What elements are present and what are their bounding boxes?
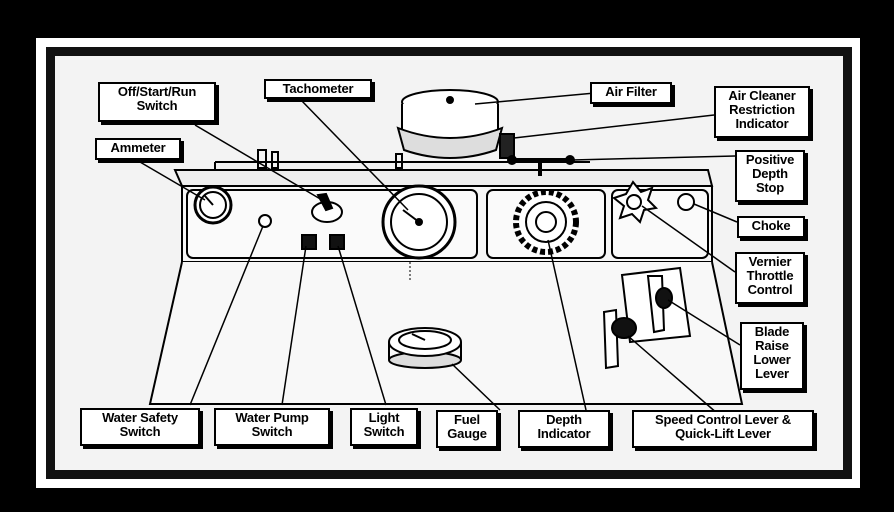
- water-pump-toggle-icon: [301, 234, 317, 250]
- label-blade-raise-lower-lever: Blade Raise Lower Lever: [740, 322, 804, 390]
- label-choke: Choke: [737, 216, 805, 238]
- blade-lever-icon: [620, 266, 692, 344]
- choke-knob-icon: [677, 193, 695, 211]
- label-water-pump-switch: Water Pump Switch: [214, 408, 330, 446]
- label-ammeter: Ammeter: [95, 138, 181, 160]
- speed-control-lever-icon: [602, 308, 637, 370]
- label-air-cleaner-restriction-indicator: Air Cleaner Restriction Indicator: [714, 86, 810, 138]
- label-tachometer: Tachometer: [264, 79, 372, 99]
- label-air-filter: Air Filter: [590, 82, 672, 104]
- depth-indicator-gauge-icon: [513, 189, 579, 255]
- label-light-switch: Light Switch: [350, 408, 418, 446]
- label-speed-control-quick-lift-lever: Speed Control Lever & Quick-Lift Lever: [632, 410, 814, 448]
- vernier-throttle-knob-icon: [611, 180, 659, 224]
- panel-trim: [173, 169, 714, 187]
- off-start-run-toggle-icon: [311, 192, 343, 223]
- ammeter-gauge-icon: [193, 185, 233, 225]
- label-depth-indicator: Depth Indicator: [518, 410, 610, 448]
- label-off-start-run-switch: Off/Start/Run Switch: [98, 82, 216, 122]
- depth-stop-handle-icon: [507, 155, 575, 176]
- label-fuel-gauge: Fuel Gauge: [436, 410, 498, 448]
- light-toggle-icon: [329, 234, 345, 250]
- fuel-gauge-icon: [388, 327, 462, 369]
- air-filter-icon: [396, 89, 504, 159]
- label-positive-depth-stop: Positive Depth Stop: [735, 150, 805, 202]
- restriction-indicator-icon: [499, 133, 515, 159]
- label-water-safety-switch: Water Safety Switch: [80, 408, 200, 446]
- water-safety-switch-icon: [258, 214, 272, 228]
- label-vernier-throttle-control: Vernier Throttle Control: [735, 252, 805, 304]
- tachometer-gauge-icon: [381, 184, 457, 260]
